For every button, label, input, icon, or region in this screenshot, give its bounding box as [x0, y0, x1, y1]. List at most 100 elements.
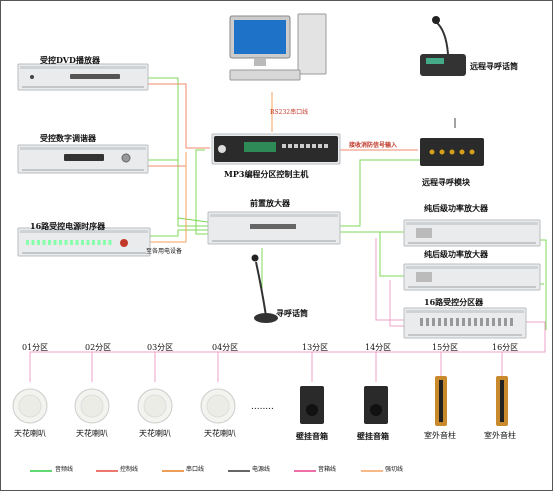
speaker-ceiling — [12, 388, 48, 424]
pre-amplifier-top — [210, 214, 338, 217]
legend-label: 音频线 — [55, 466, 74, 473]
host-key — [306, 144, 310, 148]
indicator-led — [108, 240, 112, 245]
zone-key — [492, 318, 495, 326]
disc-tray — [70, 74, 120, 79]
host-key — [282, 144, 286, 148]
remote-mic-base — [420, 54, 466, 76]
ceiling-grille — [80, 394, 104, 418]
speaker-column — [435, 376, 447, 426]
pre-amp-label: 前置放大器 — [250, 198, 290, 208]
indicator-led — [37, 240, 40, 245]
ellipsis: ........ — [251, 402, 274, 412]
legend-label: 串口线 — [186, 466, 205, 473]
pre-amplifier-base — [212, 240, 336, 242]
zone-label: 01分区 — [22, 343, 49, 352]
paging-mic-head — [251, 254, 259, 262]
digital-tuner — [17, 144, 149, 174]
keyboard — [229, 69, 301, 81]
zone-label: 03分区 — [147, 343, 174, 352]
speaker-ceiling — [137, 388, 173, 424]
indicator-led — [75, 240, 79, 245]
module-jack — [449, 149, 455, 155]
power-amplifier-1-body — [403, 219, 541, 247]
zone-key — [432, 318, 435, 326]
power-sequencer-top — [20, 230, 148, 233]
pc-tower — [297, 13, 327, 75]
zone-key — [480, 318, 483, 326]
speaker-label: 天花喇叭 — [204, 429, 236, 438]
host-key — [300, 144, 304, 148]
zone-label: 13分区 — [302, 343, 329, 352]
indicator-led — [64, 240, 68, 245]
paging-mic — [251, 254, 278, 323]
power-amp-2-label: 纯后级功率放大器 — [424, 249, 488, 259]
audio-wire — [379, 232, 404, 277]
zone-controller-top — [406, 310, 524, 313]
zone-key — [420, 318, 423, 326]
tuning-knob — [121, 153, 131, 163]
wall-woofer — [370, 404, 382, 416]
power-amplifier-2-body — [403, 263, 541, 291]
dvd-player — [17, 63, 149, 91]
ceiling-grille — [143, 394, 167, 418]
zone-key — [462, 318, 465, 326]
legend-label: 控制线 — [120, 466, 139, 473]
host-key — [318, 144, 322, 148]
zone-label: 16分区 — [492, 343, 519, 352]
remote-mic-lcd — [426, 58, 444, 64]
zone-label: 04分区 — [212, 343, 239, 352]
power-knob — [30, 75, 34, 79]
speaker-label: 室外音柱 — [484, 431, 516, 440]
vent — [416, 272, 432, 282]
host-label: MP3编程分区控制主机 — [224, 169, 309, 179]
indicator-led — [48, 240, 51, 245]
indicator-led — [81, 240, 84, 245]
zone-key — [426, 318, 429, 326]
speaker-wire — [375, 238, 404, 321]
power-amplifier-1-top — [406, 222, 538, 225]
pre-amplifier — [207, 211, 341, 245]
indicator-led — [103, 240, 106, 245]
audio-wire — [340, 159, 420, 227]
legend-label: 电源线 — [252, 466, 271, 473]
fire-signal-annotation: 接收消防信号输入 — [349, 142, 398, 149]
devices-layer — [17, 13, 541, 339]
power-amplifier-2-base — [408, 286, 536, 288]
dvd-player-top — [20, 66, 146, 69]
audio-wire — [150, 229, 208, 237]
dvd-player-base — [22, 86, 144, 88]
wall-woofer — [306, 404, 318, 416]
mp3-host — [211, 133, 341, 165]
monitor-screen — [234, 20, 286, 54]
zone-key — [444, 318, 447, 326]
power-amplifier-1-base — [408, 242, 536, 244]
zone-key — [498, 318, 501, 326]
speaker-wire — [29, 321, 546, 382]
zone-key — [474, 318, 477, 326]
remote-mic — [420, 16, 466, 76]
indicator-led — [92, 240, 95, 245]
power-amplifier-1 — [403, 219, 541, 247]
host-key — [324, 144, 328, 148]
audio-wire — [148, 77, 209, 223]
indicator-led — [97, 240, 101, 245]
column-grille — [439, 380, 443, 422]
indicator-led — [31, 240, 35, 245]
power-sequencer-base — [22, 252, 146, 254]
zone-controller-label: 16路受控分区器 — [424, 297, 484, 307]
speaker-column — [496, 376, 508, 426]
zone-key — [486, 318, 489, 326]
remote-module-label: 远程寻呼模块 — [422, 177, 470, 187]
indicator-led — [42, 240, 46, 245]
zone-label: 02分区 — [85, 343, 112, 352]
legend-label: 强切线 — [385, 466, 404, 473]
audio-wire — [195, 149, 208, 235]
audio-wire — [148, 159, 208, 227]
power-amplifier-2 — [403, 263, 541, 291]
indicator-led — [53, 240, 57, 245]
remote-module — [420, 138, 484, 166]
vent — [416, 228, 432, 238]
host-lcd — [244, 142, 276, 152]
